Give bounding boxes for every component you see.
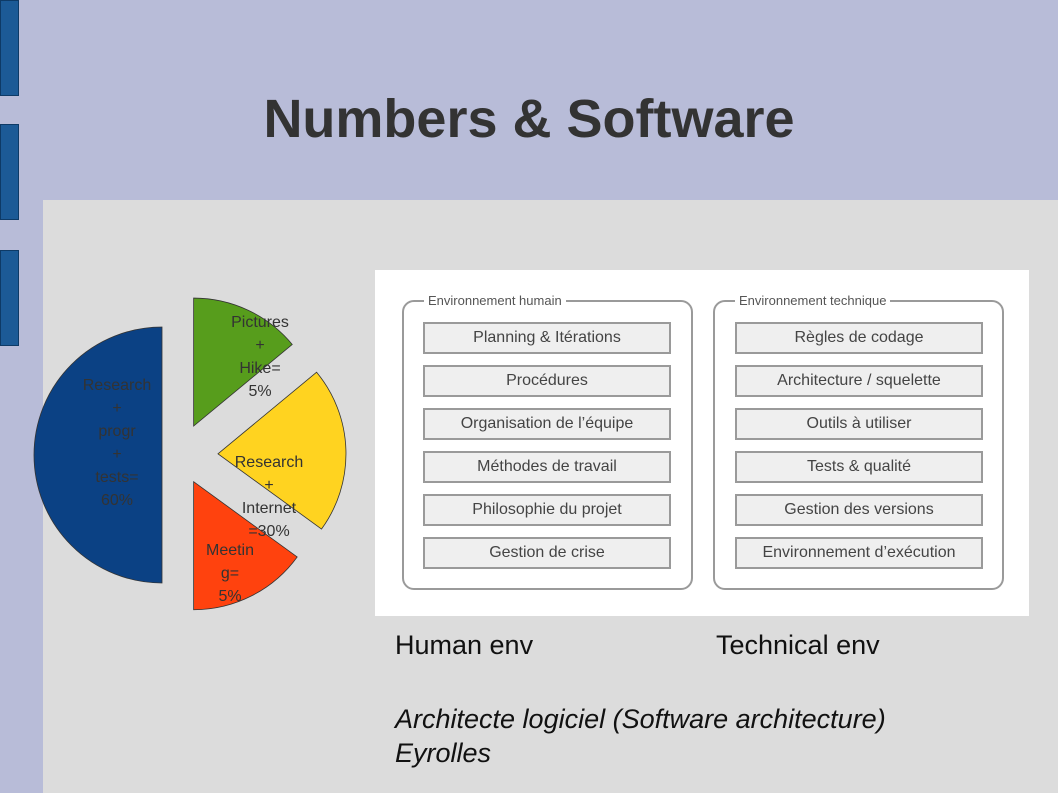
technical-environment-group: Environnement technique (713, 292, 1004, 590)
technical-item: Règles de codage (735, 322, 983, 354)
technical-item: Architecture / squelette (735, 365, 983, 397)
pie-label-meeting: Meetin g= 5% (205, 542, 255, 605)
pie-label-research-progr: Research + progr + tests= 60% (82, 377, 152, 509)
technical-item: Outils à utiliser (735, 408, 983, 440)
pie-slice (217, 371, 347, 530)
human-item: Philosophie du projet (423, 494, 671, 526)
human-item: Gestion de crise (423, 537, 671, 569)
technical-item: Gestion des versions (735, 494, 983, 526)
book-publisher: Eyrolles (395, 738, 492, 768)
environment-diagram: Environnement humain Environnement techn… (375, 270, 1029, 616)
left-decor-bar (0, 124, 19, 220)
book-reference: Architecte logiciel (Software architectu… (395, 702, 886, 770)
human-environment-group: Environnement humain (402, 292, 693, 590)
slide-title: Numbers & Software (263, 89, 795, 149)
book-title: Architecte logiciel (Software architectu… (395, 704, 886, 734)
pie-slice (193, 297, 293, 427)
left-decor-bar (0, 250, 19, 346)
human-item: Méthodes de travail (423, 451, 671, 483)
pie-label-pictures-hike: Pictures + Hike= 5% (231, 314, 289, 400)
technical-environment-title: Environnement technique (735, 292, 891, 310)
technical-item: Environnement d’exécution (735, 537, 983, 569)
human-env-caption: Human env (395, 630, 534, 660)
technical-item: Tests & qualité (735, 451, 983, 483)
technical-env-caption: Technical env (716, 630, 880, 660)
human-item: Organisation de l’équipe (423, 408, 671, 440)
pie-slice (33, 326, 163, 584)
human-environment-title: Environnement humain (424, 292, 566, 310)
left-decor-bar (0, 0, 19, 96)
human-item: Planning & Itérations (423, 322, 671, 354)
pie-slice (193, 480, 298, 611)
human-item: Procédures (423, 365, 671, 397)
pie-label-research-internet: Research + Internet =30% (234, 454, 304, 540)
